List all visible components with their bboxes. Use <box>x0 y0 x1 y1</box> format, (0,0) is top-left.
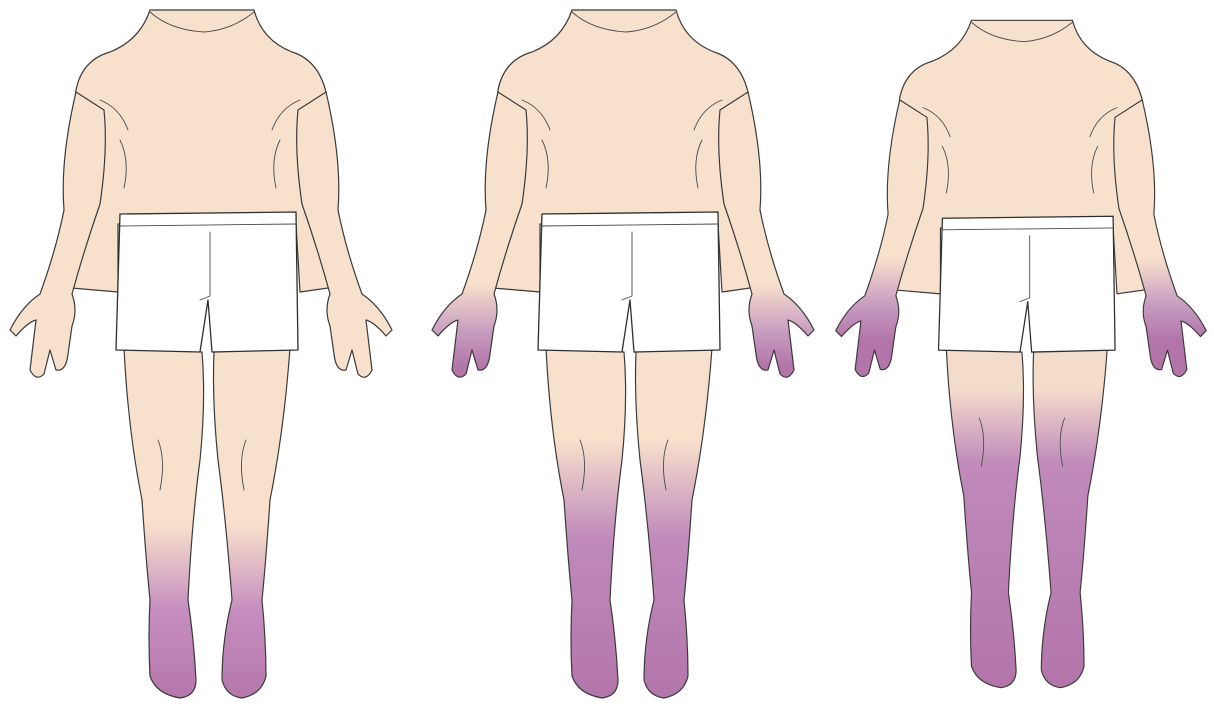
figure-1-right-leg <box>214 348 291 698</box>
figure-2-right-leg <box>636 348 713 698</box>
figure-3-left-leg <box>946 348 1023 688</box>
figure-2 <box>422 0 822 708</box>
figure-1-shorts <box>116 212 298 352</box>
figure-3 <box>826 0 1214 708</box>
figure-1 <box>0 0 400 708</box>
figure-2-shorts <box>538 212 720 352</box>
figure-3-shorts <box>939 216 1116 352</box>
figure-1-left-leg <box>124 348 204 698</box>
figure-2-left-leg <box>546 348 626 698</box>
figure-3-right-leg <box>1033 348 1107 688</box>
